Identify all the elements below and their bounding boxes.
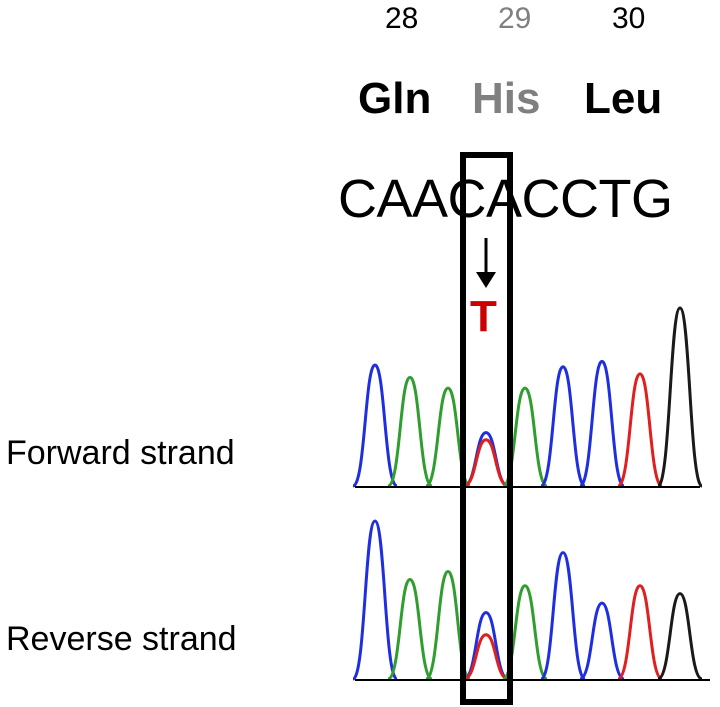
reverse-peak-1-C <box>351 519 399 681</box>
forward-peak-10-G <box>656 306 704 488</box>
reverse-peak-2-A <box>387 577 433 681</box>
reverse-peak-10-G <box>657 592 703 681</box>
forward-peak-9-T <box>616 372 664 488</box>
reverse-peak-9-T <box>617 584 663 681</box>
reverse-peak-7-C <box>539 551 587 681</box>
forward-chromatogram <box>351 306 704 488</box>
forward-peak-5-T <box>463 438 509 488</box>
forward-peak-1-C <box>351 363 399 488</box>
mutation-arrow-icon <box>476 238 496 288</box>
amino-acid-his: His <box>472 74 541 123</box>
dna-sequence: CAACACCTG <box>338 169 673 229</box>
forward-peak-7-C <box>539 365 587 488</box>
forward-peak-8-C <box>578 359 626 488</box>
highlight-box <box>460 152 513 705</box>
reverse-peak-8-C <box>579 601 625 681</box>
codon-number-29: 29 <box>498 2 532 35</box>
reverse-peak-5-T <box>463 633 509 681</box>
reverse-peak-4-C <box>463 611 509 681</box>
amino-acid-leu: Leu <box>584 74 663 123</box>
forward-strand-label: Forward strand <box>6 434 235 472</box>
mutation-base: T <box>470 292 497 341</box>
codon-number-28: 28 <box>385 2 419 35</box>
forward-peak-2-A <box>386 375 434 488</box>
reverse-strand-label: Reverse strand <box>6 620 237 658</box>
codon-number-30: 30 <box>612 2 646 35</box>
amino-acid-gln: Gln <box>358 74 432 123</box>
reverse-chromatogram <box>351 519 703 681</box>
